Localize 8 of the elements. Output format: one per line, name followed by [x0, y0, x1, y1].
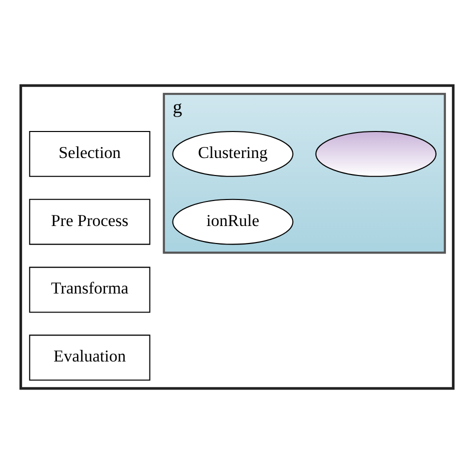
- node-ellipse: [315, 130, 437, 177]
- node-box: Transforma: [29, 266, 150, 313]
- node-box: Evaluation: [29, 334, 150, 381]
- node-box: Pre Process: [29, 198, 150, 245]
- node-box: Selection: [29, 130, 150, 177]
- node-ellipse: Clustering: [172, 130, 294, 177]
- node-ellipse: ionRule: [172, 198, 294, 245]
- cluster: [19, 84, 455, 390]
